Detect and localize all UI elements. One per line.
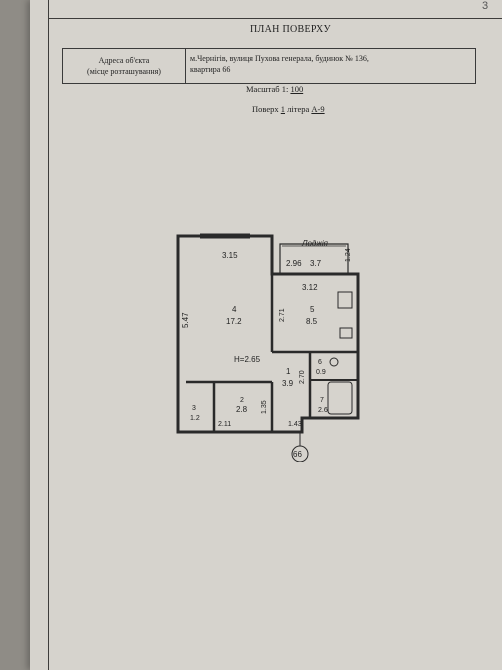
room4-number: 4 bbox=[232, 305, 237, 314]
frame-left-border bbox=[48, 0, 49, 670]
apartment-number-circle bbox=[291, 445, 309, 462]
balcony-outline bbox=[279, 243, 349, 274]
address-label-cell: Адреса об'єкта (місце розташування) bbox=[63, 49, 186, 83]
room5-area: 8.5 bbox=[306, 317, 318, 326]
room5-width: 3.12 bbox=[302, 283, 318, 292]
apartment-number: 66 bbox=[293, 450, 302, 459]
page-title: ПЛАН ПОВЕРХУ bbox=[250, 24, 331, 35]
room2-number: 2 bbox=[240, 397, 244, 404]
room6-area: 0.9 bbox=[316, 369, 326, 376]
room1-number: 1 bbox=[286, 367, 291, 376]
scale-value: 100 bbox=[290, 84, 304, 94]
room2-width: 2.11 bbox=[218, 421, 231, 428]
room2-area: 2.8 bbox=[236, 405, 248, 414]
document-sheet: 3 ПЛАН ПОВЕРХУ Адреса об'єкта (місце роз… bbox=[30, 0, 502, 670]
room1-length: 2.70 bbox=[299, 370, 306, 384]
litera-value: А-9 bbox=[311, 104, 325, 114]
balcony-area: 3.7 bbox=[310, 259, 322, 268]
room5-length: 2.71 bbox=[279, 308, 286, 322]
page-number: 3 bbox=[482, 0, 489, 12]
entrance-width: 1.43 bbox=[288, 421, 302, 428]
room3-number: 3 bbox=[192, 405, 196, 412]
floor-line: Поверх 1 літера А-9 bbox=[252, 104, 325, 114]
balcony-label: Лоджія bbox=[301, 239, 329, 248]
kitchen-counter bbox=[339, 327, 353, 339]
room6-number: 6 bbox=[318, 359, 322, 366]
stove bbox=[337, 291, 353, 309]
floor-value: 1 bbox=[280, 104, 285, 114]
balcony-depth: 1.24 bbox=[345, 248, 352, 262]
sink bbox=[329, 357, 339, 367]
floor-label: Поверх bbox=[252, 104, 279, 114]
room4-width: 3.15 bbox=[222, 251, 238, 260]
scale-line: Масштаб 1: 100 bbox=[246, 84, 303, 94]
balcony-width: 2.96 bbox=[286, 259, 302, 268]
room7-area: 2.6 bbox=[318, 407, 328, 414]
window-room4 bbox=[200, 233, 250, 239]
address-label-line2: (місце розташування) bbox=[87, 67, 161, 76]
room4-area: 17.2 bbox=[226, 317, 242, 326]
room1-area: 3.9 bbox=[282, 379, 294, 388]
address-value-line2: квартира 66 bbox=[190, 65, 231, 74]
address-value-line1: м.Чернігів, вулиця Пухова генерала, буди… bbox=[190, 54, 369, 63]
room3-area: 1.2 bbox=[190, 415, 200, 422]
address-label-line1: Адреса об'єкта bbox=[98, 56, 150, 65]
outer-wall bbox=[176, 234, 360, 434]
address-value-cell: м.Чернігів, вулиця Пухова генерала, буди… bbox=[186, 49, 475, 83]
address-table: Адреса об'єкта (місце розташування) м.Че… bbox=[62, 48, 476, 84]
room-height: H=2.65 bbox=[234, 355, 261, 364]
bathtub bbox=[327, 381, 353, 415]
litera-label: літера bbox=[287, 104, 310, 114]
room7-number: 7 bbox=[320, 397, 324, 404]
room4-length: 5.47 bbox=[181, 312, 190, 328]
frame-top-border bbox=[48, 18, 502, 19]
room2-depth: 1.35 bbox=[261, 400, 268, 414]
floor-plan: 3.15 Лоджія 2.96 3.7 1.24 5.47 4 17.2 3.… bbox=[176, 233, 360, 462]
room5-number: 5 bbox=[310, 305, 315, 314]
scale-label: Масштаб 1: bbox=[246, 84, 289, 94]
